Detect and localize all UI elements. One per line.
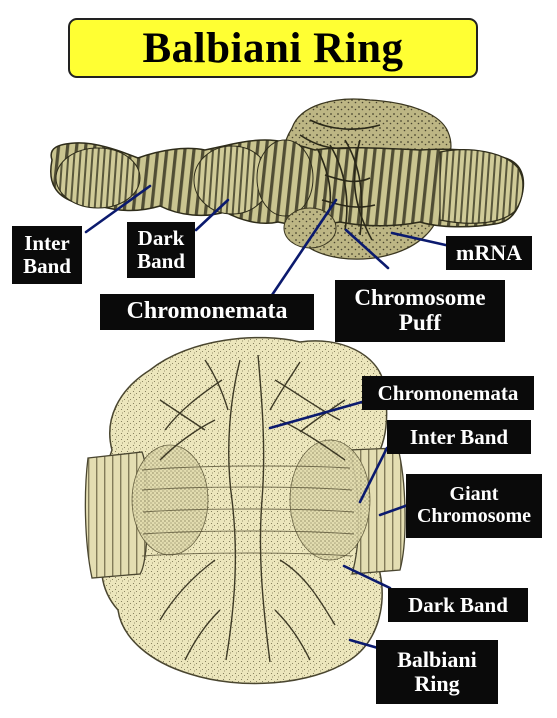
leader-top-mrna bbox=[390, 231, 452, 248]
label-bottom-balbiani-ring-line1: Balbiani bbox=[397, 647, 477, 673]
label-top-mrna: mRNA bbox=[446, 236, 532, 270]
ring-chromonemata-fibers bbox=[159, 354, 346, 663]
label-bottom-dark-band-text: Dark Band bbox=[408, 592, 508, 617]
leader-top-dark-band bbox=[194, 198, 230, 232]
top-chromosome-lobe bbox=[256, 139, 314, 217]
label-top-inter-band-line2: Band bbox=[23, 254, 71, 278]
leader-bottom-giant-chromosome bbox=[378, 503, 410, 517]
leader-top-chromosome-puff bbox=[344, 228, 390, 270]
label-top-chromosome-puff-line2: Puff bbox=[398, 310, 442, 335]
label-bottom-giant-chromosome-line1: Giant bbox=[449, 483, 499, 506]
leader-top-inter-band bbox=[84, 184, 152, 234]
label-bottom-inter-band: Inter Band bbox=[387, 420, 531, 454]
puff-chromonemata-loops bbox=[299, 119, 381, 241]
label-top-chromonemata-text: Chromonemata bbox=[126, 298, 288, 325]
label-top-inter-band-line1: Inter bbox=[24, 231, 70, 256]
label-top-chromosome-puff-line1: Chromosome bbox=[354, 285, 486, 311]
bottom-balbiani-ring bbox=[84, 336, 406, 685]
label-top-inter-band: Inter Band bbox=[12, 226, 82, 284]
label-top-chromosome-puff: Chromosome Puff bbox=[335, 280, 505, 342]
label-top-dark-band-line1: Dark bbox=[137, 226, 185, 251]
label-top-chromonemata: Chromonemata bbox=[100, 294, 314, 330]
top-chromosome-right-end bbox=[439, 149, 524, 224]
leader-lines bbox=[84, 184, 452, 650]
label-top-dark-band: Dark Band bbox=[127, 222, 195, 278]
label-top-mrna-text: mRNA bbox=[456, 240, 522, 266]
leader-bottom-inter-band bbox=[358, 446, 389, 504]
leader-top-chromonemata bbox=[268, 198, 338, 300]
ring-inner-bulge bbox=[131, 444, 209, 556]
page-title: Balbiani Ring bbox=[142, 24, 404, 72]
label-bottom-balbiani-ring: Balbiani Ring bbox=[376, 640, 498, 704]
label-bottom-balbiani-ring-line2: Ring bbox=[414, 671, 460, 696]
label-bottom-inter-band-text: Inter Band bbox=[409, 424, 509, 449]
label-bottom-giant-chromosome: Giant Chromosome bbox=[406, 474, 542, 538]
leader-bottom-chromonemata bbox=[268, 400, 364, 430]
ring-central-bands bbox=[141, 465, 355, 557]
title-banner: Balbiani Ring bbox=[68, 18, 478, 78]
label-bottom-dark-band: Dark Band bbox=[388, 588, 528, 622]
leader-bottom-balbiani-ring bbox=[348, 638, 380, 650]
label-bottom-chromonemata-text: Chromonemata bbox=[377, 380, 519, 405]
label-top-dark-band-line2: Band bbox=[137, 249, 185, 273]
top-chromosome-lobe bbox=[55, 147, 141, 209]
label-bottom-giant-chromosome-line2: Chromosome bbox=[416, 505, 532, 527]
ring-inner-bulge bbox=[289, 439, 371, 561]
leader-bottom-dark-band bbox=[342, 564, 392, 590]
puff-lower-lobe bbox=[283, 207, 337, 249]
label-bottom-chromonemata: Chromonemata bbox=[362, 376, 534, 410]
